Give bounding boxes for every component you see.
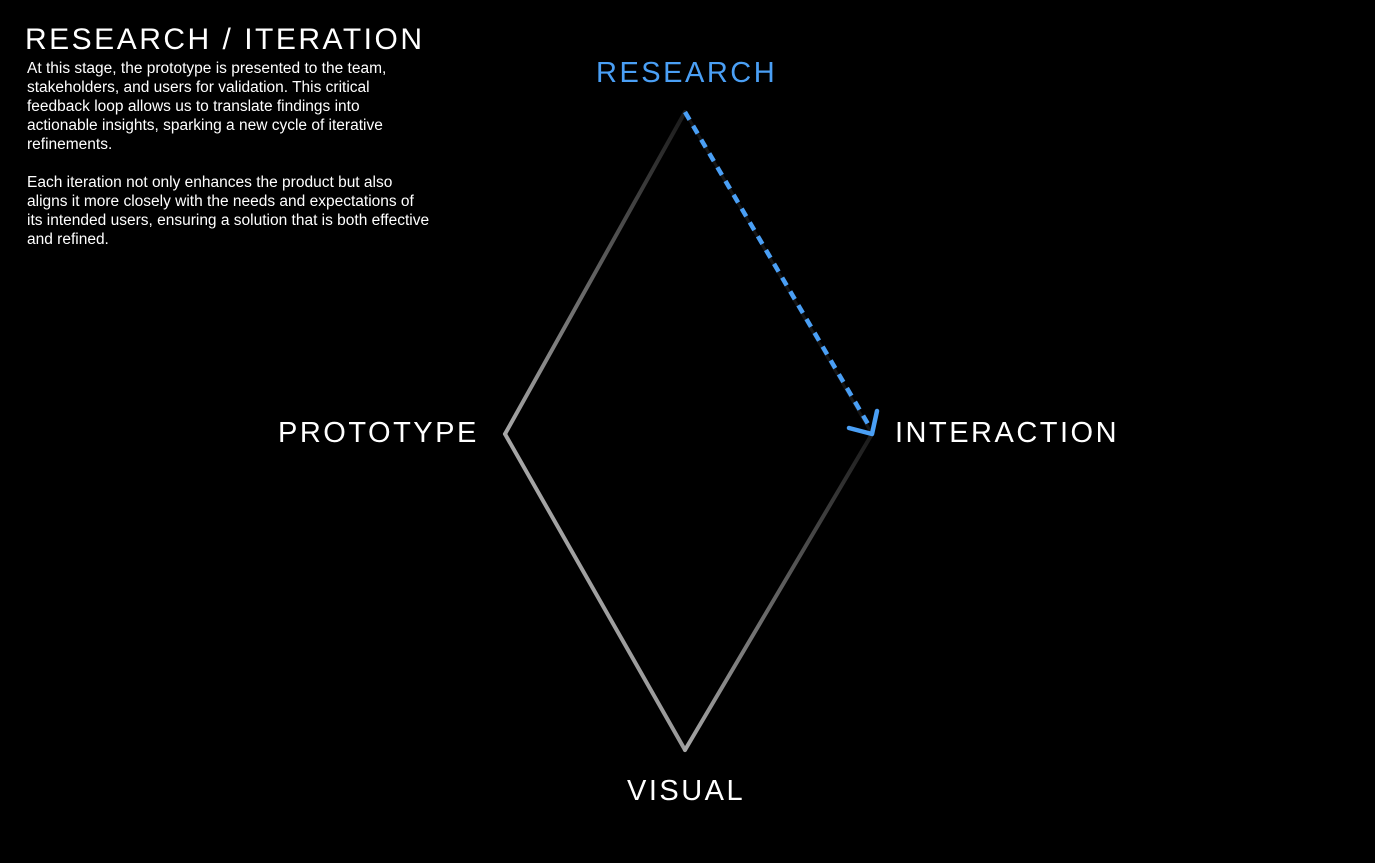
edge-visual-interaction xyxy=(683,432,874,752)
arrow-research-to-interaction xyxy=(683,110,870,426)
node-interaction: INTERACTION xyxy=(895,417,1120,449)
description-paragraph-1: At this stage, the prototype is presente… xyxy=(27,60,387,153)
node-prototype: PROTOTYPE xyxy=(278,417,479,449)
node-research: RESEARCH xyxy=(596,57,778,89)
edge-prototype-visual xyxy=(503,432,687,752)
description: At this stage, the prototype is presente… xyxy=(27,59,432,268)
arrow-head-icon xyxy=(846,408,880,437)
node-visual: VISUAL xyxy=(627,775,746,807)
edge-research-prototype xyxy=(503,110,687,436)
description-paragraph-2: Each iteration not only enhances the pro… xyxy=(27,174,430,248)
page-title: RESEARCH / ITERATION xyxy=(25,23,425,56)
